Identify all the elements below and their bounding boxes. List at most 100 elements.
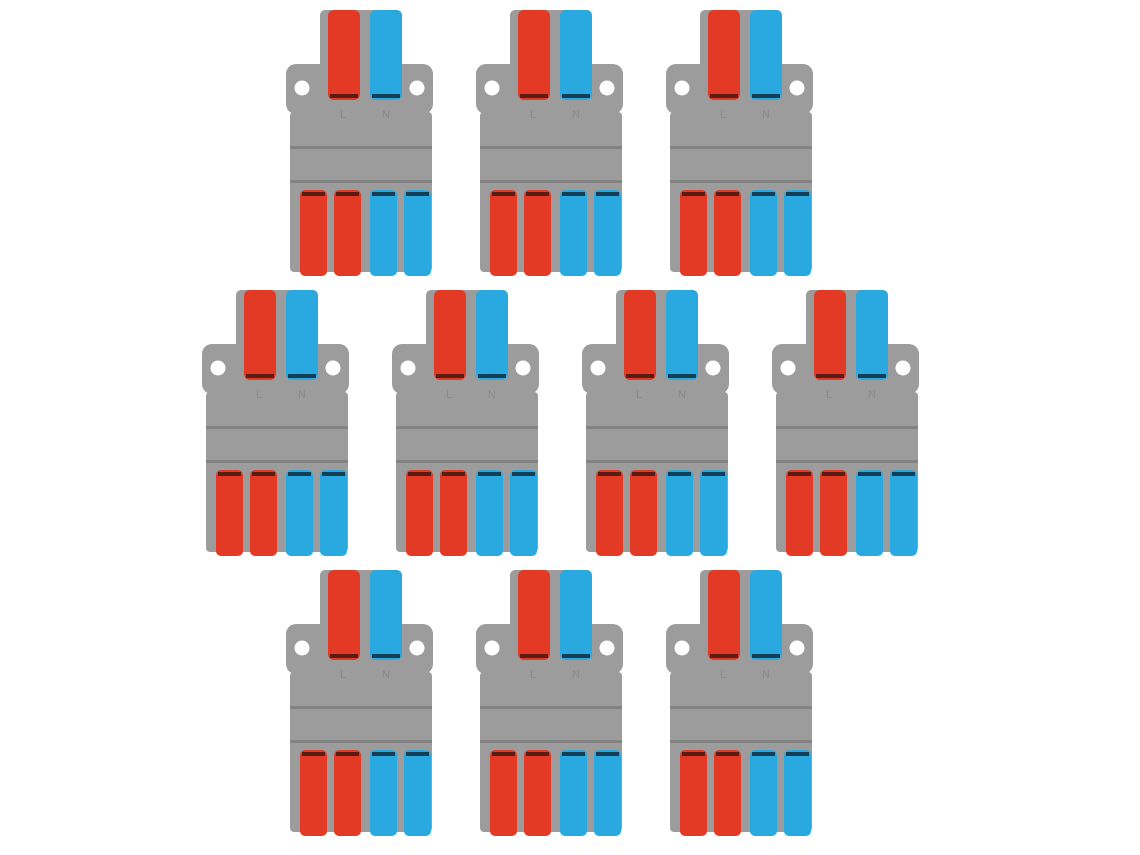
blue-lever <box>784 190 811 276</box>
blue-lever <box>856 470 883 556</box>
neutral-label: N <box>382 109 390 121</box>
neutral-label: N <box>488 389 496 401</box>
mounting-hole <box>705 360 721 376</box>
blue-lever <box>666 470 693 556</box>
red-lever <box>300 190 327 276</box>
blue-lever <box>370 190 397 276</box>
mounting-hole <box>789 640 805 656</box>
line-label: L <box>826 389 832 401</box>
mounting-hole <box>294 80 310 96</box>
lever-slot <box>716 752 739 756</box>
lever-slot <box>822 472 845 476</box>
lever-slot <box>562 94 590 98</box>
lever-slot <box>710 94 738 98</box>
lever-slot <box>716 192 739 196</box>
lever-slot <box>562 654 590 658</box>
lever-slot <box>520 654 548 658</box>
neutral-label: N <box>868 389 876 401</box>
lever-slot <box>288 374 316 378</box>
lever-slot <box>816 374 844 378</box>
lever-slot <box>406 192 429 196</box>
blue-lever <box>286 290 318 380</box>
mounting-hole <box>484 80 500 96</box>
line-label: L <box>720 109 726 121</box>
lever-slot <box>788 472 811 476</box>
neutral-label: N <box>572 669 580 681</box>
housing-ridge <box>776 460 918 463</box>
red-lever <box>630 470 657 556</box>
lever-slot <box>218 472 241 476</box>
lever-slot <box>682 752 705 756</box>
red-lever <box>524 190 551 276</box>
lever-slot <box>288 472 311 476</box>
line-label: L <box>340 669 346 681</box>
housing-ridge <box>670 706 812 709</box>
neutral-label: N <box>298 389 306 401</box>
blue-lever <box>286 470 313 556</box>
lever-slot <box>322 472 345 476</box>
neutral-label: N <box>572 109 580 121</box>
mounting-hole <box>515 360 531 376</box>
housing-ridge <box>670 146 812 149</box>
lever-slot <box>246 374 274 378</box>
housing-ridge <box>290 706 432 709</box>
red-lever <box>300 750 327 836</box>
lever-slot <box>786 752 809 756</box>
red-lever <box>250 470 277 556</box>
red-lever <box>434 290 466 380</box>
lever-slot <box>302 752 325 756</box>
mounting-hole <box>789 80 805 96</box>
line-label: L <box>530 669 536 681</box>
lever-slot <box>436 374 464 378</box>
housing-ridge <box>670 740 812 743</box>
lever-slot <box>786 192 809 196</box>
blue-lever <box>784 750 811 836</box>
mounting-hole <box>599 640 615 656</box>
lever-slot <box>682 192 705 196</box>
housing-ridge <box>480 706 622 709</box>
blue-lever <box>370 750 397 836</box>
red-lever <box>490 190 517 276</box>
lever-slot <box>752 752 775 756</box>
mounting-hole <box>409 640 425 656</box>
blue-lever <box>750 10 782 100</box>
line-label: L <box>720 669 726 681</box>
red-lever <box>814 290 846 380</box>
lever-slot <box>372 94 400 98</box>
red-lever <box>406 470 433 556</box>
blue-lever <box>404 750 431 836</box>
line-label: L <box>340 109 346 121</box>
housing-ridge <box>206 426 348 429</box>
line-label: L <box>530 109 536 121</box>
lever-slot <box>302 192 325 196</box>
red-lever <box>334 750 361 836</box>
lever-slot <box>702 472 725 476</box>
mounting-hole <box>590 360 606 376</box>
red-lever <box>524 750 551 836</box>
lever-slot <box>372 654 400 658</box>
lever-slot <box>526 192 549 196</box>
red-lever <box>714 750 741 836</box>
blue-lever <box>560 190 587 276</box>
blue-lever <box>890 470 917 556</box>
lever-slot <box>626 374 654 378</box>
lever-slot <box>752 94 780 98</box>
lever-slot <box>372 752 395 756</box>
red-lever <box>328 570 360 660</box>
blue-lever <box>476 470 503 556</box>
lever-slot <box>892 472 915 476</box>
red-lever <box>820 470 847 556</box>
mounting-hole <box>780 360 796 376</box>
lever-slot <box>336 752 359 756</box>
red-lever <box>714 190 741 276</box>
lever-slot <box>492 192 515 196</box>
lever-slot <box>668 374 696 378</box>
